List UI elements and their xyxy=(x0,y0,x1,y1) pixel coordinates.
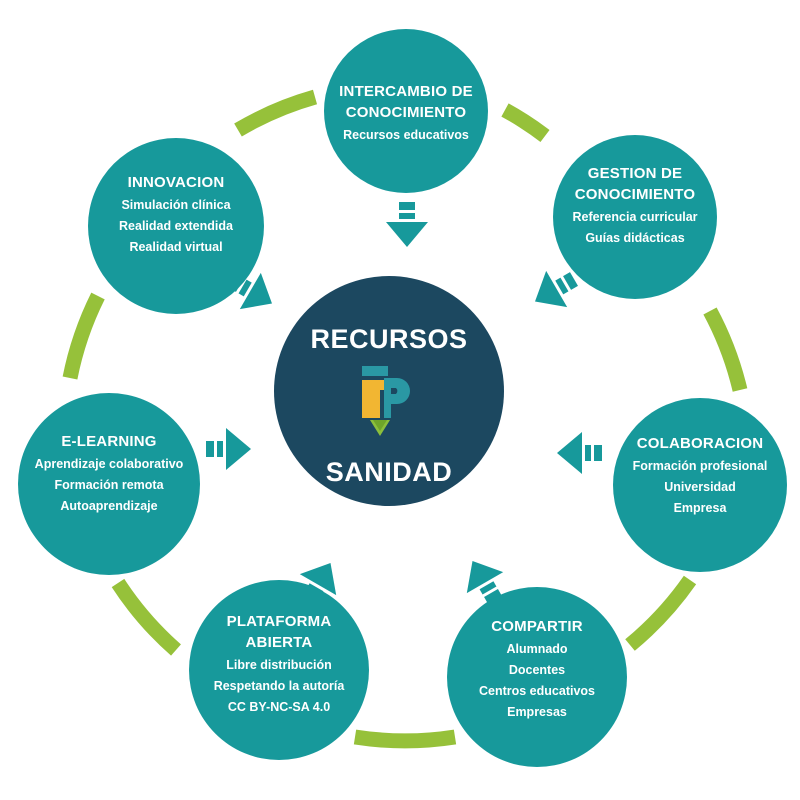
node-title: COLABORACION xyxy=(637,433,764,454)
node-item: Recursos educativos xyxy=(343,128,469,142)
node-item: Realidad extendida xyxy=(119,219,233,233)
node-title: COMPARTIR xyxy=(491,616,583,637)
node-item: Alumnado xyxy=(506,641,568,656)
node-title: E-LEARNING xyxy=(61,431,156,452)
ring-arc xyxy=(703,307,748,392)
ring-arc xyxy=(111,578,182,656)
node-title-line: PLATAFORMA xyxy=(226,612,332,630)
node-title-line: INTERCAMBIO DE xyxy=(339,83,473,100)
node-title: PLATAFORMA ABIERTA xyxy=(227,611,332,653)
node-title-line: GESTION DE xyxy=(587,165,683,182)
node-item: Empresas xyxy=(507,704,567,719)
center-title: RECURSOS xyxy=(310,324,468,354)
node-item: Formación profesional xyxy=(632,459,768,473)
arrow-from-colaboracion xyxy=(557,432,602,474)
ring-arc xyxy=(62,292,105,380)
node-title-line: COMPARTIR xyxy=(491,617,583,635)
node-item: Centros educativos xyxy=(478,683,595,698)
node-title-line: CONOCIMIENTO xyxy=(345,104,467,121)
arrow-from-compartir xyxy=(466,561,504,604)
node-item: CC BY-NC-SA 4.0 xyxy=(227,699,331,714)
node-title: INNOVACION xyxy=(128,172,225,193)
center-subtitle: SANIDAD xyxy=(325,457,453,487)
node-item: Aprendizaje colaborativo xyxy=(34,457,184,471)
arrow-down-from-intercambio xyxy=(386,202,428,247)
node-title-line: INNOVACION xyxy=(127,174,225,191)
ring-arc xyxy=(353,729,457,749)
center-hub: RECURSOS SANIDAD xyxy=(274,276,504,506)
node-item: Simulación clínica xyxy=(121,198,231,212)
node-item: Autoaprendizaje xyxy=(60,499,158,513)
arrow-from-elearning xyxy=(206,428,251,470)
arrows xyxy=(206,202,602,606)
fp-logo-icon xyxy=(362,366,410,436)
node-intercambio: INTERCAMBIO DE CONOCIMIENTO Recursos educa… xyxy=(324,29,488,193)
node-item: Guías didácticas xyxy=(585,231,685,245)
node-item: Libre distribución xyxy=(226,657,332,672)
node-item: Realidad virtual xyxy=(129,240,223,254)
node-item: Respetando la autoría xyxy=(213,678,345,693)
node-item: Formación remota xyxy=(54,478,164,492)
node-item: Universidad xyxy=(664,480,736,494)
node-title-line: E-LEARNING xyxy=(61,433,157,450)
ring-arc xyxy=(501,103,550,143)
ring-arc xyxy=(234,89,318,137)
node-item: Docentes xyxy=(508,662,566,677)
node-gestion: GESTION DE CONOCIMIENTO Referencia curricu… xyxy=(553,135,717,299)
ring-arc xyxy=(625,575,697,651)
node-item: Empresa xyxy=(673,501,727,515)
node-title-line: COLABORACION xyxy=(636,435,764,452)
arrow-from-gestion xyxy=(535,270,578,308)
node-title: INTERCAMBIO DE CONOCIMIENTO xyxy=(339,81,473,123)
green-ring xyxy=(62,89,748,749)
node-item: Referencia curricular xyxy=(572,210,698,224)
node-title-line: CONOCIMIENTO xyxy=(574,186,696,203)
node-title: GESTION DE CONOCIMIENTO xyxy=(575,163,695,205)
node-title-line: ABIERTA xyxy=(245,633,313,651)
